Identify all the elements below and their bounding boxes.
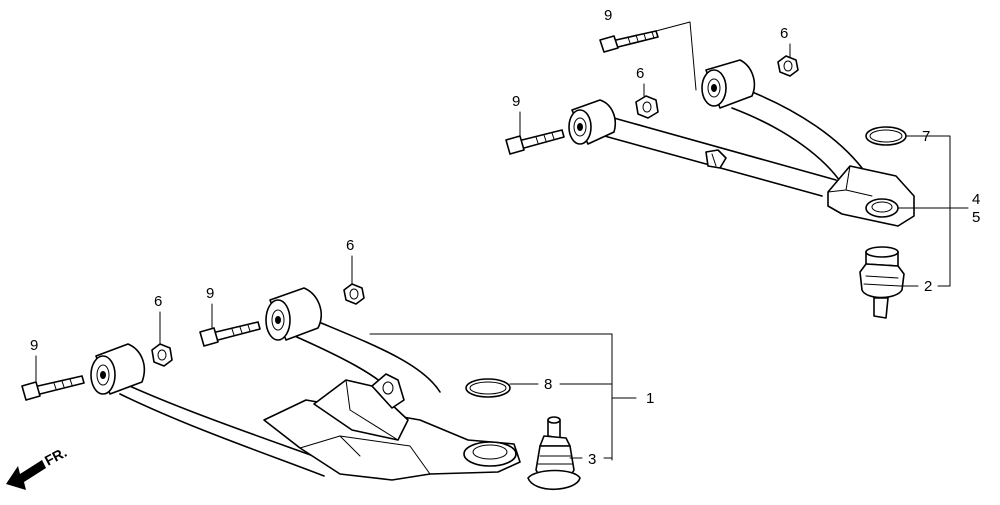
label-upper-arm-b: 5	[972, 209, 980, 226]
label-upper-arm-a: 4	[972, 191, 980, 208]
label-upper-nut-right: 6	[780, 25, 788, 42]
upper-nut-mid	[635, 95, 659, 119]
upper-balljoint	[859, 246, 905, 319]
front-arrow-label: FR.	[42, 444, 69, 469]
lower-bolt-left	[21, 375, 85, 401]
lower-nut-left	[151, 343, 173, 367]
label-upper-circlip: 7	[922, 128, 930, 145]
label-upper-nut-mid: 6	[636, 65, 644, 82]
label-upper-balljoint: 2	[924, 278, 932, 295]
label-lower-circlip: 8	[544, 376, 552, 393]
label-lower-bolt-mid: 9	[206, 285, 214, 302]
label-lower-nut-right: 6	[346, 237, 354, 254]
label-lower-balljoint: 3	[588, 451, 596, 468]
front-arrow: FR.	[6, 444, 69, 490]
lower-arm	[90, 287, 521, 481]
lower-balljoint	[527, 416, 581, 490]
callouts: 9 6 6 9 7 4 5 2 6 9 6 9 8 1 3	[30, 7, 980, 468]
upper-circlip	[865, 126, 907, 146]
label-lower-nut-left: 6	[154, 293, 162, 310]
lower-circlip	[465, 378, 511, 398]
upper-bolt-left	[505, 129, 565, 155]
label-lower-bolt-left: 9	[30, 337, 38, 354]
label-upper-bolt-top: 9	[604, 7, 612, 24]
lower-nut-right	[343, 283, 365, 305]
upper-nut-right	[777, 55, 799, 77]
upper-arm	[568, 59, 915, 227]
label-lower-arm: 1	[646, 390, 654, 407]
lower-bolt-mid	[199, 321, 261, 347]
front-arrow-icon	[6, 460, 46, 490]
label-upper-bolt-left: 9	[512, 93, 520, 110]
upper-bolt-top	[599, 30, 659, 53]
leader-lines	[35, 21, 969, 461]
